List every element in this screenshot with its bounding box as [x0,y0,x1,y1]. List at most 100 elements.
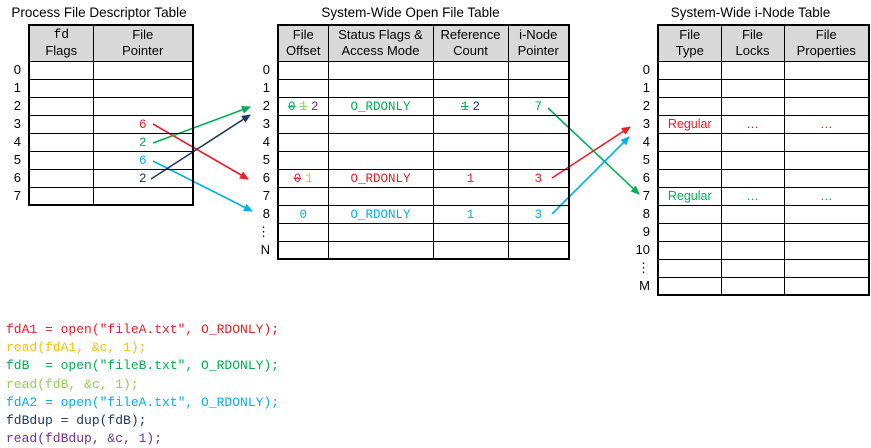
table-row [657,96,870,116]
table-row [657,132,870,152]
code-line-4: read(fdB, &c, 1); [6,376,139,392]
cell-value: … [820,117,833,131]
cell: O_RDONLY [327,204,434,224]
cell: 6 [92,150,194,170]
cell-value: 1 [305,171,313,186]
row-label: 0 [642,62,650,77]
row-label: 5 [13,152,21,167]
row-label: 3 [642,116,650,131]
cell: 2 [92,168,194,188]
row-label: 7 [13,188,21,203]
row-label: 0 [262,62,270,77]
table-row [28,96,194,116]
cell [432,240,509,260]
cell [277,114,329,134]
cell [28,60,94,80]
cell-value: 0 [287,99,296,114]
table-row [657,222,870,242]
cell-value: 3 [534,207,542,222]
cell [92,96,194,116]
cell [277,186,329,206]
cell: Regular [657,186,722,206]
cell [720,276,785,296]
cell [783,132,870,152]
cell: 0 [277,204,329,224]
row-label: 1 [13,80,21,95]
cell: 7 [507,96,570,116]
cell [28,78,94,98]
table-row [657,204,870,224]
inode-table-title: System-Wide i-Node Table [670,5,831,20]
cell [327,240,434,260]
cell: 2 [92,132,194,152]
table-row [657,60,870,80]
table-row: Regular…… [657,186,870,206]
table-row [277,78,570,98]
cell [432,186,509,206]
row-label: 2 [642,98,650,113]
table-row: 2 [28,168,194,188]
code-block: fdA1 = open("fileA.txt", O_RDONLY);read(… [6,321,279,448]
code-line-2: read(fdA1, &c, 1); [6,340,147,356]
cell: 3 [507,204,570,224]
table-row [28,60,194,80]
cell [28,168,94,188]
open-file-table-title: System-Wide Open File Table [321,5,500,20]
cell [783,78,870,98]
cell-value: 2 [138,171,147,186]
cell [783,150,870,170]
row-label: 4 [13,134,21,149]
cell [657,168,722,188]
cell [657,222,722,242]
cell [507,114,570,134]
row-label: 6 [262,170,270,185]
cell-value: 1 [466,171,475,186]
cell [327,150,434,170]
cell [277,240,329,260]
cell [720,204,785,224]
cell [432,78,509,98]
cell [327,114,434,134]
table-row: 6 [28,114,194,134]
column-header-line: Count [453,43,488,59]
code-line-5: fdA2 = open("fileA.txt", O_RDONLY); [6,394,280,410]
cell-value: 6 [138,153,147,168]
column-header-line: Locks [735,43,770,59]
cell [277,150,329,170]
row-label: 9 [642,224,650,239]
cell [507,222,570,242]
cell [92,60,194,80]
cell-value: 1 [299,99,307,114]
table-row [657,240,870,260]
cell [507,150,570,170]
row-label: M [639,278,650,293]
cell [432,132,509,152]
code-line-7: read(fdBdup, &c, 1); [6,431,163,447]
cell [327,78,434,98]
table-row [277,222,570,242]
column-header-line: Pointer [517,43,559,59]
column-header-line: File [292,26,314,42]
cell [28,132,94,152]
cell [783,222,870,242]
cell [507,186,570,206]
table-row [657,258,870,278]
cell [327,186,434,206]
row-label: 3 [262,116,270,131]
row-label: 6 [642,170,650,185]
row-label: 5 [262,152,270,167]
cell [657,150,722,170]
table-row [277,132,570,152]
row-label: 1 [262,80,270,95]
cell [657,60,722,80]
cell [657,258,722,278]
cell-value: O_RDONLY [350,171,411,186]
